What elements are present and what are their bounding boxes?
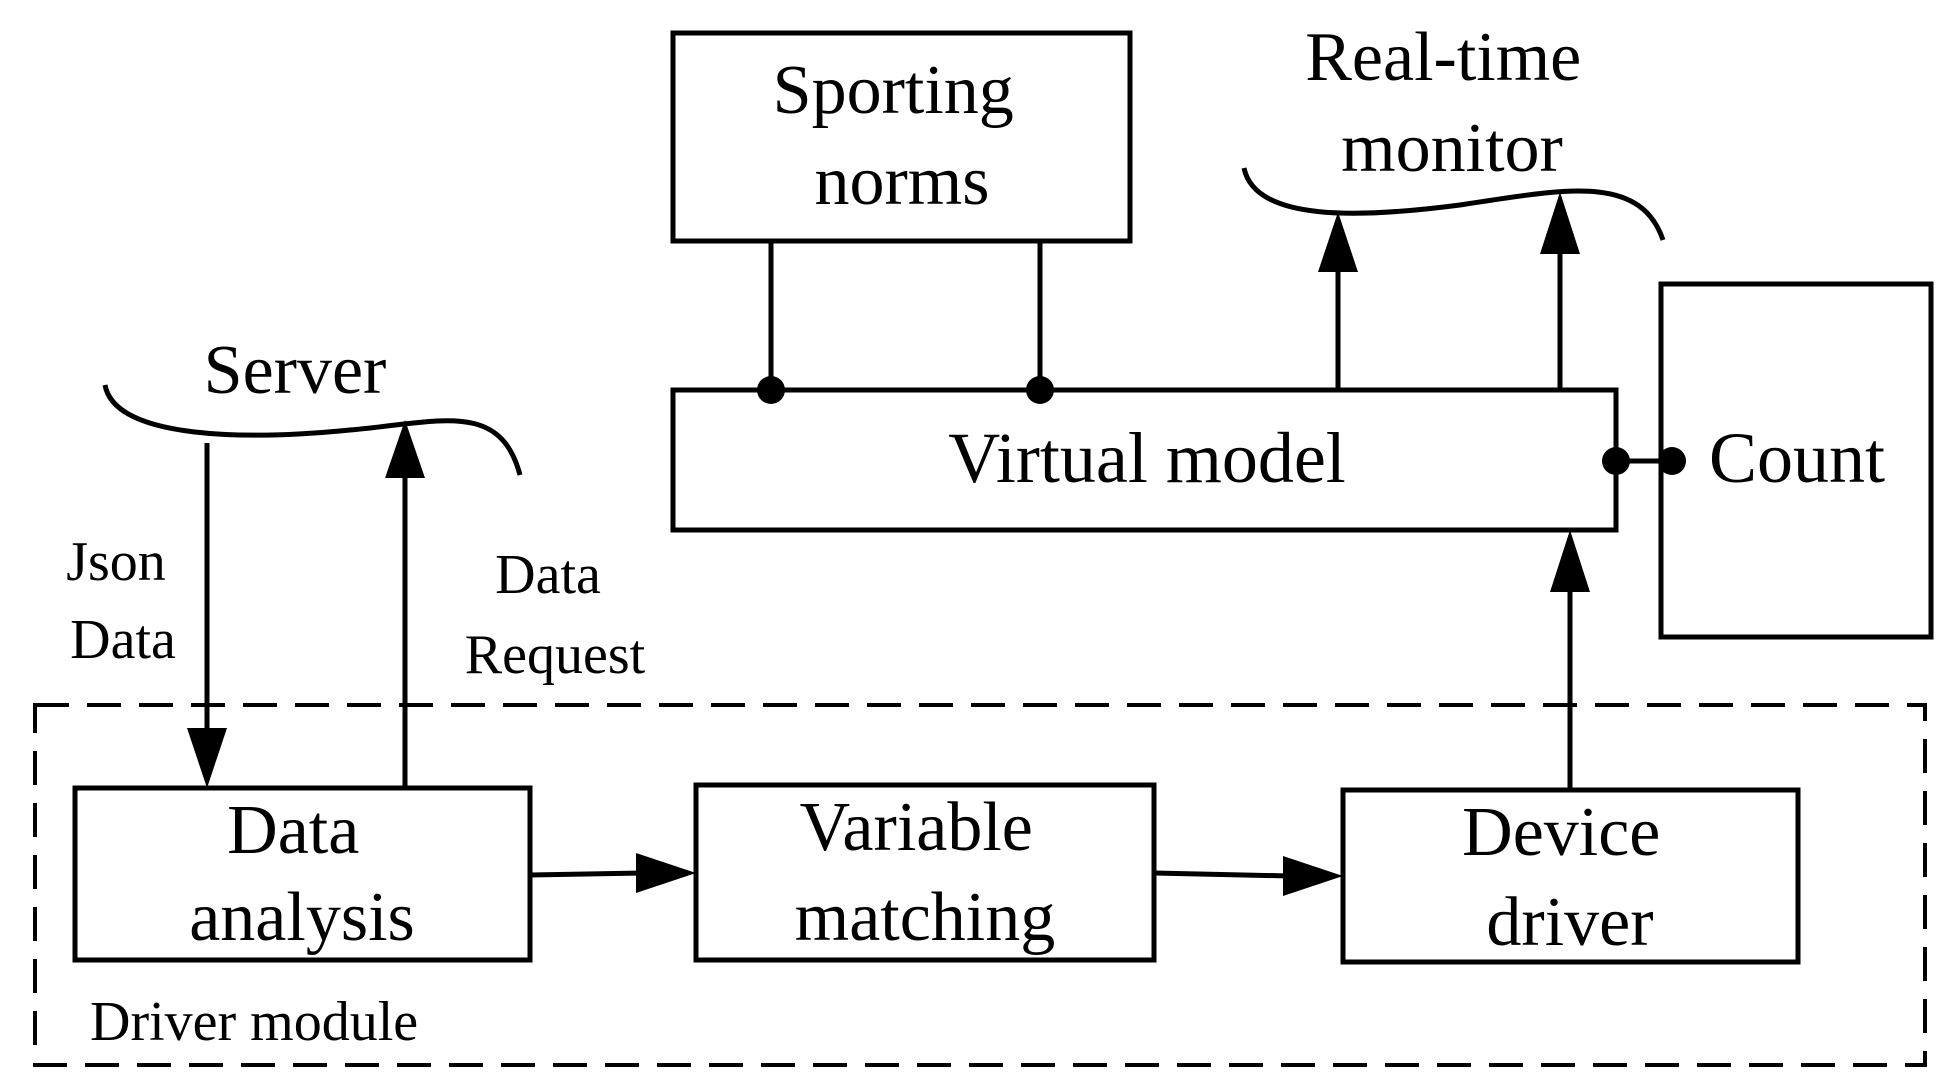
virtual-model-label: Virtual model — [948, 418, 1346, 498]
driver-module-group — [33, 703, 1927, 1067]
arrowhead-down — [187, 728, 227, 788]
server-label: Server — [204, 332, 387, 409]
arrowhead-up — [385, 420, 425, 478]
virtual-model-box — [670, 387, 1619, 533]
count-box — [1658, 281, 1934, 640]
device-driver-label: Device driver — [1462, 794, 1678, 961]
realtime-monitor-boundary — [1241, 167, 1666, 241]
junction-dot — [757, 376, 785, 404]
arrowhead-up — [1540, 192, 1580, 254]
json-data-label: Json Data — [66, 531, 180, 671]
realtime-monitor-label: Real-time monitor — [1305, 19, 1599, 187]
arrowhead-up — [1318, 212, 1358, 272]
data-request-label: Data Request — [465, 544, 646, 686]
driver-module-label: Driver module — [90, 991, 418, 1053]
junction-dot — [1658, 447, 1686, 475]
data-analysis-label: Data analysis — [189, 792, 415, 956]
matching-to-driver-arrow — [1153, 870, 1291, 879]
arrowhead-right — [636, 853, 696, 893]
sporting-norms-box — [670, 30, 1133, 244]
count-label: Count — [1709, 418, 1885, 498]
variable-matching-label: Variable matching — [795, 789, 1055, 956]
device-driver-box — [1340, 787, 1801, 965]
arrowhead-up — [1550, 530, 1590, 592]
analysis-to-matching-arrow — [529, 870, 643, 878]
junction-dot — [1602, 447, 1630, 475]
sporting-norms-label: Sporting norms — [773, 52, 1032, 220]
arrowhead-right — [1283, 856, 1343, 896]
server-boundary — [102, 384, 523, 476]
junction-dot — [1026, 376, 1054, 404]
variable-matching-box — [693, 782, 1157, 963]
